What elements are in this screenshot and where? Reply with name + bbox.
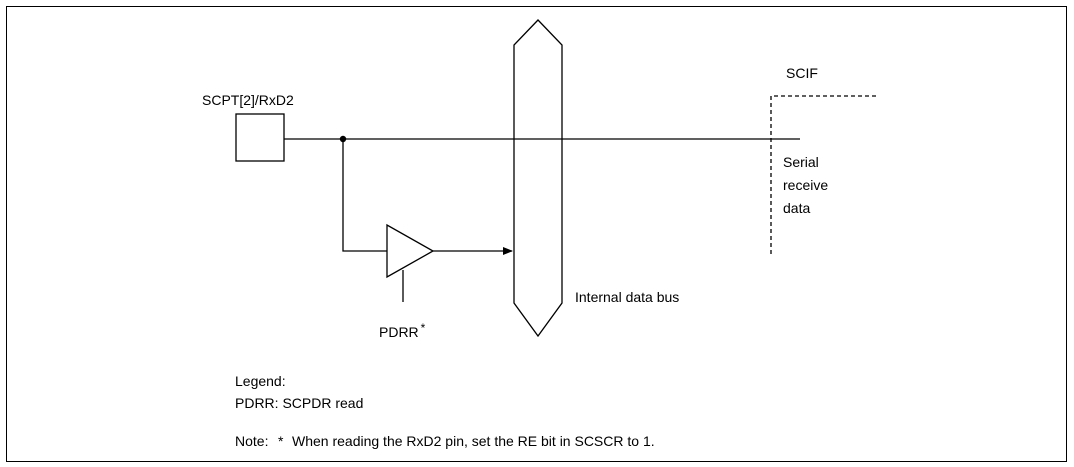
figure-frame (6, 6, 1067, 462)
pdrr-label: PDRR* (379, 321, 426, 340)
note-text: When reading the RxD2 pin, set the RE bi… (292, 433, 655, 449)
scif-boundary (770, 95, 876, 254)
pin-box (235, 113, 285, 162)
branch-line (342, 139, 387, 252)
serial-label-line1: Serial (783, 154, 819, 170)
serial-label-line3: data (783, 200, 810, 216)
note-asterisk: * (278, 433, 284, 449)
pin-label: SCPT[2]/RxD2 (202, 92, 294, 108)
legend-title: Legend: (235, 373, 286, 389)
note-prefix: Note: (235, 433, 268, 449)
pdrr-asterisk: * (421, 321, 426, 335)
pdrr-label-text: PDRR (379, 324, 419, 340)
input-buffer (386, 223, 435, 279)
bus-label: Internal data bus (575, 289, 679, 305)
internal-data-bus (513, 19, 563, 338)
scif-label: SCIF (786, 65, 818, 81)
serial-label-line2: receive (783, 177, 828, 193)
legend-entry: PDRR: SCPDR read (235, 395, 363, 411)
